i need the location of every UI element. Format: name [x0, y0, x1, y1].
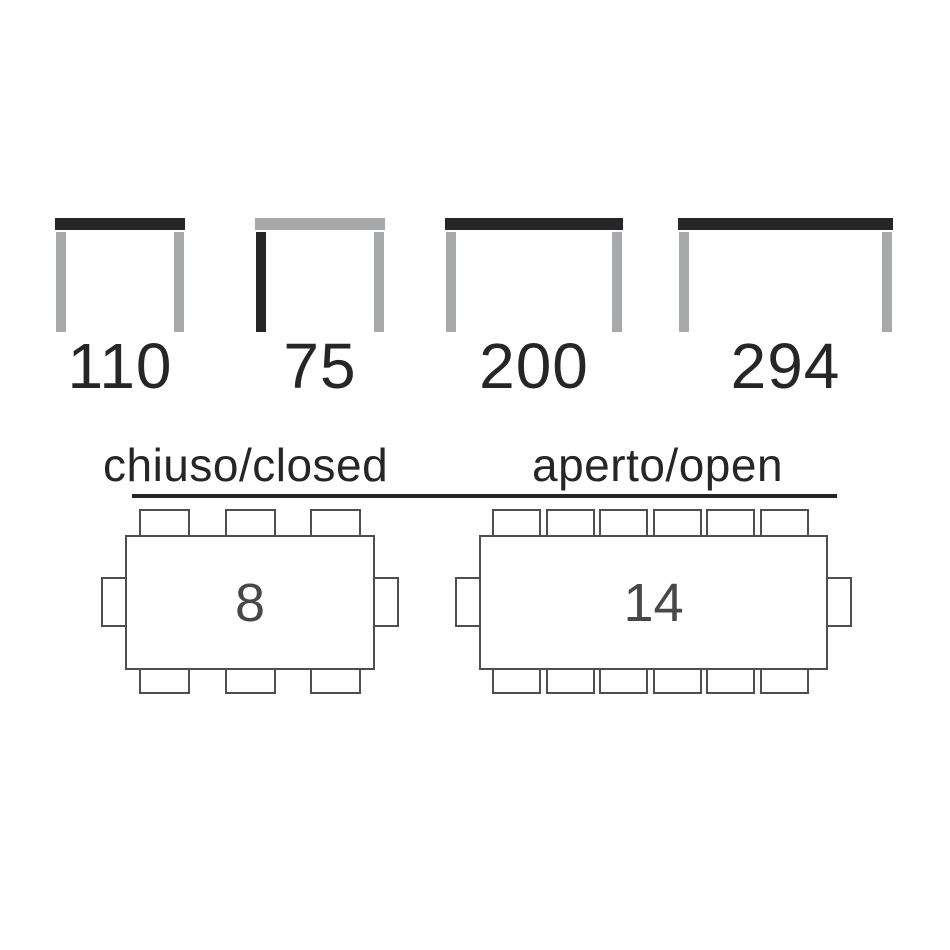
table-leg-left — [56, 232, 66, 332]
diagram-length-closed-200: 200 — [445, 218, 623, 418]
table-leg-right — [612, 232, 622, 332]
dimension-label: 75 — [283, 330, 357, 402]
tabletop-bar — [678, 218, 893, 230]
open-table-top-view: 14 — [479, 535, 828, 670]
dimension-label: 200 — [479, 330, 589, 402]
section-underline — [132, 494, 837, 498]
diagram-length-extended-294: 294 — [678, 218, 893, 418]
table-leg-left — [446, 232, 456, 332]
tabletop-bar — [445, 218, 623, 230]
closed-table-top-view: 8 — [125, 535, 375, 670]
dimension-label: 294 — [730, 330, 841, 402]
closed-seat-count: 8 — [234, 572, 266, 633]
open-section-label: aperto/open — [532, 439, 784, 491]
closed-section-label: chiuso/closed — [103, 439, 389, 491]
table-leg-right — [374, 232, 384, 332]
tabletop-bar — [255, 218, 385, 230]
open-seat-count: 14 — [623, 572, 684, 633]
table-leg-right — [882, 232, 892, 332]
table-leg-left — [256, 232, 266, 332]
diagram-width-110: 110 — [55, 218, 185, 418]
dimension-label: 110 — [67, 330, 173, 402]
table-leg-left — [679, 232, 689, 332]
table-leg-right — [174, 232, 184, 332]
chair — [371, 577, 399, 627]
diagram-height-75: 75 — [255, 218, 385, 418]
chair — [824, 577, 852, 627]
tabletop-bar — [55, 218, 185, 230]
